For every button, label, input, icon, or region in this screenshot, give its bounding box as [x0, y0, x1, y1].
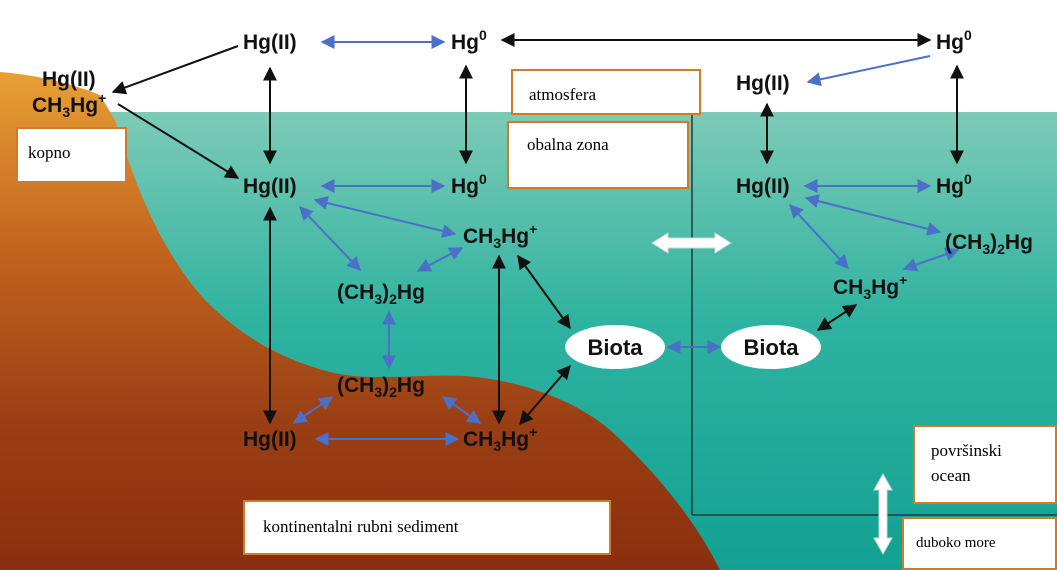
- hg2-sediment: Hg(II): [243, 428, 297, 451]
- label-sediment: kontinentalni rubni sediment: [243, 500, 611, 555]
- ch3hg-ocean-water: CH3Hg+: [833, 272, 907, 302]
- hg2-coastal-water: Hg(II): [243, 175, 297, 198]
- dmhg-ocean-water: (CH3)2Hg: [945, 231, 1033, 257]
- dmhg-coastal-water: (CH3)2Hg: [337, 281, 425, 307]
- arrow-ocean-hg2-dmhg: [804, 194, 942, 236]
- label-kopno: kopno: [16, 127, 127, 183]
- biota-ocean-ellipse: [721, 325, 821, 369]
- label-obalna-zona: obalna zona: [507, 121, 689, 189]
- label-duboko-more-text: duboko more: [916, 535, 996, 551]
- arrow-ocean-dmhg-ch3hg: [902, 247, 960, 272]
- arrow-coastal-hg2-dmhg: [299, 205, 361, 272]
- label-sediment-text: kontinentalni rubni sediment: [263, 517, 459, 536]
- hg0-coastal-water: Hg0: [451, 171, 487, 198]
- label-obalna-zona-text: obalna zona: [527, 135, 609, 154]
- dmhg-sediment: (CH3)2Hg: [337, 374, 425, 400]
- arrow-land-to-coastal: [117, 103, 240, 179]
- label-atmosfera: atmosfera: [511, 69, 701, 115]
- arrow-ocean-atm-hg0-hg2: [806, 55, 931, 87]
- label-povrsinski-ocean: površinski ocean: [913, 425, 1057, 504]
- label-ocean-text: ocean: [931, 465, 971, 485]
- arrow-ch3hg-biota: [517, 254, 571, 330]
- arrow-atm-hg2-to-land: [111, 45, 239, 95]
- black-arrows: [111, 33, 964, 426]
- blue-arrows: [292, 35, 960, 446]
- exchange-double-arrow: [651, 232, 732, 254]
- vertical-exchange-arrow: [873, 472, 893, 556]
- hg2-land: Hg(II): [42, 68, 96, 91]
- hg2-atm-ocean: Hg(II): [736, 72, 790, 95]
- biota-coastal-label: Biota: [588, 335, 644, 360]
- label-duboko-more: duboko more: [902, 517, 1057, 570]
- arrow-ocean-ch3hg-biota: [816, 304, 858, 331]
- hg2-atm-coastal: Hg(II): [243, 31, 297, 54]
- hg0-atm-ocean: Hg0: [936, 27, 972, 54]
- hg2-ocean-water: Hg(II): [736, 175, 790, 198]
- arrow-coastal-dmhg-ch3hg: [416, 247, 464, 272]
- land-sediment: [0, 72, 720, 570]
- label-povrsinski-text: površinski: [931, 441, 1002, 460]
- arrow-sed-hg2-dmhg: [292, 396, 334, 424]
- biota-coastal-ellipse: [565, 325, 665, 369]
- label-atmosfera-text: atmosfera: [529, 85, 597, 104]
- hg0-ocean-water: Hg0: [936, 171, 972, 198]
- ch3hg-sediment: CH3Hg+: [463, 424, 537, 454]
- label-kopno-text: kopno: [28, 143, 71, 162]
- arrow-ocean-hg2-ch3hg: [789, 203, 849, 270]
- ch3hg-coastal-water: CH3Hg+: [463, 221, 537, 251]
- hg0-atm-coastal: Hg0: [451, 27, 487, 54]
- biota-ocean-label: Biota: [744, 335, 800, 360]
- arrow-coastal-hg2-ch3hg: [313, 196, 457, 238]
- ch3hg-land: CH3Hg+: [32, 90, 106, 120]
- arrow-sed-dmhg-ch3hg: [441, 396, 482, 424]
- arrow-sediment-biota: [519, 364, 571, 426]
